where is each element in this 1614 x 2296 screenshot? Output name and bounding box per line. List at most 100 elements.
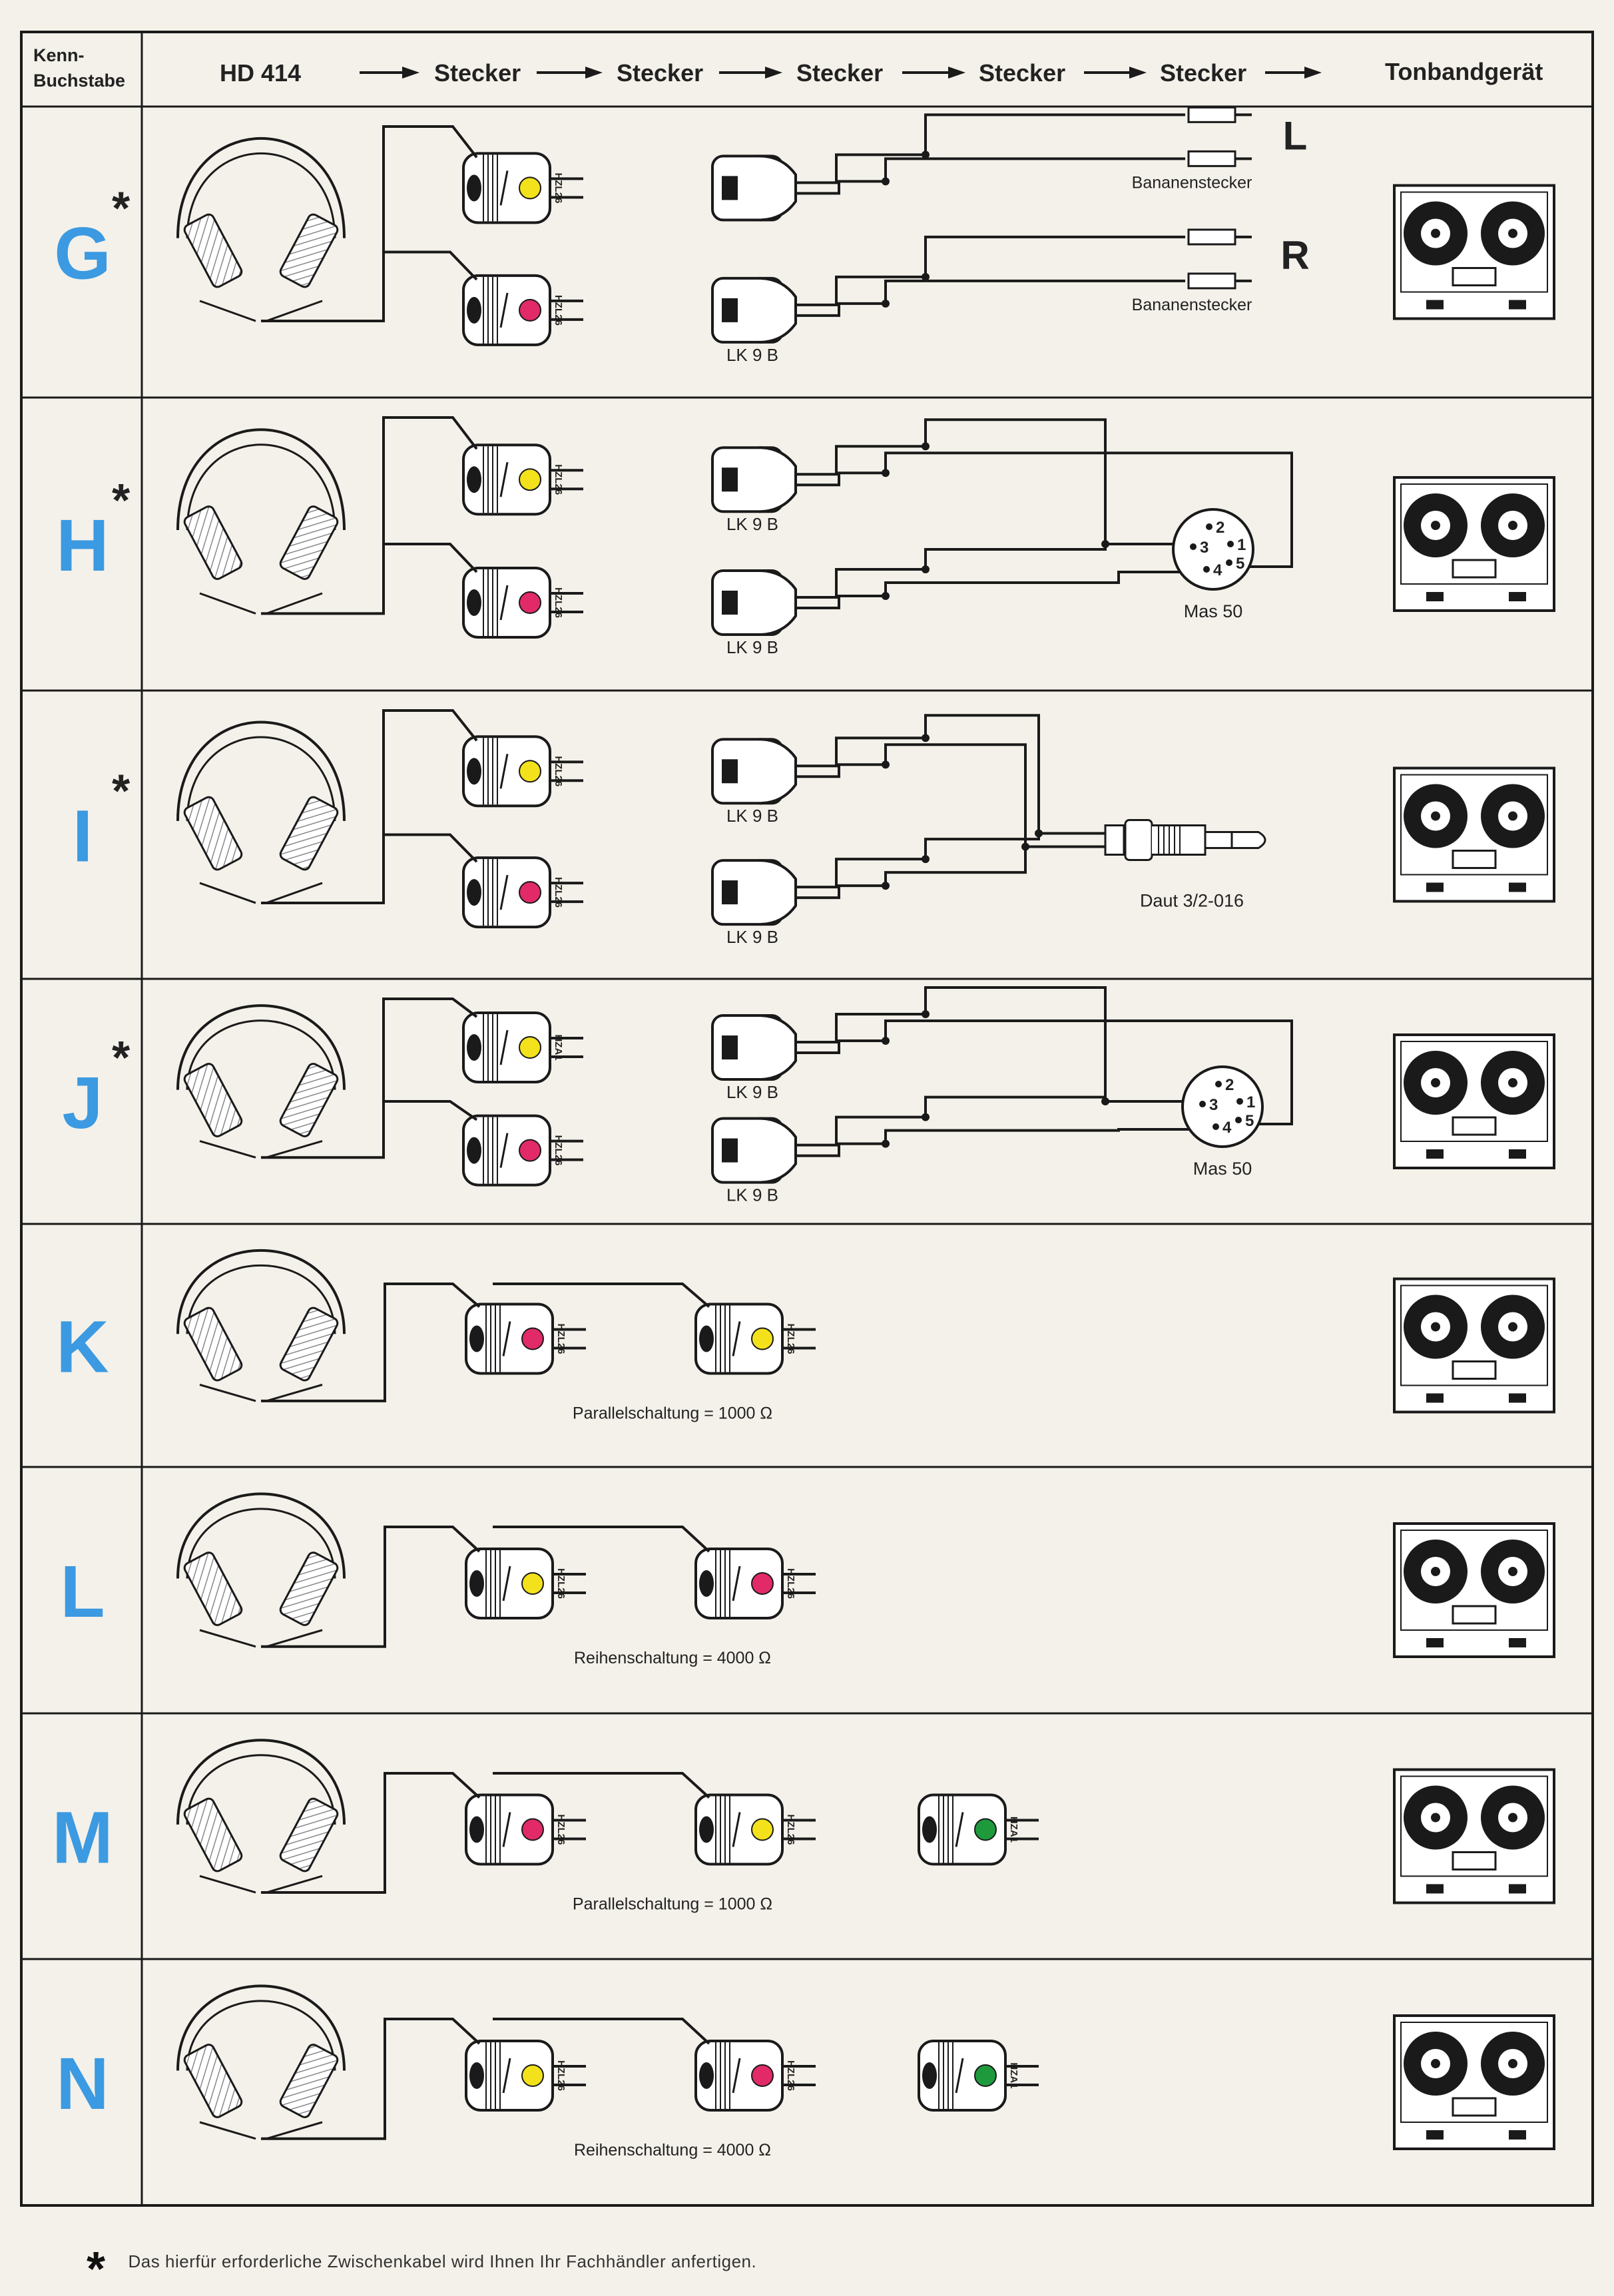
- din-pin-number: 4: [1222, 1119, 1232, 1137]
- tape-head: [1452, 2097, 1497, 2117]
- lk-shell: [758, 446, 797, 513]
- junction-dot: [1101, 1097, 1109, 1105]
- lk9b-connector: LK 9 B: [711, 859, 797, 947]
- banana-plug: [1187, 150, 1252, 167]
- reel-center: [1431, 228, 1440, 238]
- plug-logo: [499, 461, 509, 497]
- hzl26-plug: HZL26: [465, 1548, 586, 1619]
- hzl26-plug: HZL26: [465, 2040, 586, 2112]
- plug-body: [465, 1793, 554, 1866]
- din-pin-number: 2: [1216, 519, 1224, 537]
- hzl26-plug: HZL26: [462, 274, 583, 346]
- plug-type-label: HZL26: [553, 295, 564, 326]
- plug-logo: [732, 1812, 741, 1847]
- plug-socket: [699, 1325, 714, 1352]
- lk-socket: [722, 759, 738, 784]
- plug-socket: [469, 1816, 484, 1843]
- headphones-icon: [176, 1984, 346, 2140]
- row-letter: J: [62, 1062, 103, 1144]
- plug-body: [918, 2040, 1007, 2112]
- plug-socket: [469, 1325, 484, 1352]
- row-letter: H: [56, 505, 109, 587]
- tape-head: [1452, 850, 1497, 869]
- reel-center: [1431, 1567, 1440, 1576]
- headband: [176, 1984, 346, 2071]
- recorder-button: [1509, 1149, 1526, 1159]
- headphones-icon: [176, 1492, 346, 1648]
- recorder-button: [1509, 300, 1526, 310]
- plug-type-label: HZL26: [553, 464, 564, 495]
- wire-lk-branch: [796, 1039, 886, 1055]
- plug-color-dot: [519, 468, 541, 491]
- lk-socket: [722, 176, 738, 200]
- plug-logo: [499, 753, 509, 789]
- hza1-plug: HZA1: [918, 2040, 1039, 2112]
- earpad: [183, 1552, 243, 1626]
- headphones-icon: [176, 720, 346, 904]
- junction-dot: [1035, 829, 1043, 838]
- row-letter: K: [56, 1306, 109, 1388]
- plug-color-dot: [751, 1572, 774, 1595]
- wire-lk-branch: [796, 884, 886, 900]
- wire-headphone-to-plug: [261, 1772, 481, 1894]
- plug-color-dot: [974, 1818, 997, 1841]
- channel-left-label: L: [1283, 113, 1308, 158]
- hzl26-plug: HZL26: [462, 443, 583, 516]
- earpad: [183, 796, 243, 871]
- circuit-caption: Reihenschaltung = 4000 Ω: [574, 1649, 771, 1667]
- banana-body: [1187, 228, 1236, 246]
- tape-recorder-icon: [1393, 1768, 1555, 1904]
- wire-plug-to-plug: [493, 2018, 710, 2045]
- plug-socket: [922, 1816, 937, 1843]
- tape-head: [1452, 1360, 1497, 1380]
- wire-lk-branch: [796, 471, 886, 487]
- plug-body: [462, 274, 551, 346]
- headband: [176, 428, 346, 531]
- earpad: [279, 1063, 339, 1137]
- hza1-plug: HZA1: [918, 1793, 1039, 1866]
- lk-socket: [722, 1035, 738, 1060]
- plug-type-label: HZA1: [1008, 1817, 1019, 1843]
- wire-to-banana: [884, 279, 1185, 304]
- plug-body: [918, 1793, 1007, 1866]
- recorder-button: [1426, 1393, 1444, 1403]
- din-pin-number: 5: [1236, 555, 1244, 573]
- plug-body: [462, 1011, 551, 1084]
- hzl26-plug: HZL26: [462, 856, 583, 929]
- reel-center: [1508, 521, 1517, 530]
- plug-socket: [467, 174, 481, 202]
- plug-color-dot: [974, 2064, 997, 2087]
- plug-color-dot: [751, 1818, 774, 1841]
- plug-socket: [467, 466, 481, 493]
- din-pin-number: 3: [1200, 539, 1209, 557]
- header-arrow-head: [948, 67, 965, 79]
- plug-type-label: HZL26: [555, 1324, 567, 1354]
- headphone-cable: [199, 1140, 323, 1159]
- recorder-button: [1509, 592, 1526, 601]
- plug-logo: [955, 1812, 964, 1847]
- plug-logo: [502, 1812, 511, 1847]
- earpad: [183, 2044, 243, 2118]
- earpad: [279, 1306, 339, 1382]
- plug-body: [465, 1548, 554, 1619]
- lk9b-connector: [711, 154, 797, 222]
- lk-socket: [722, 298, 738, 322]
- header-hd414: HD 414: [220, 59, 301, 87]
- din-pin: [1199, 1101, 1206, 1107]
- header-arrow-head: [402, 67, 419, 79]
- headband: [176, 137, 346, 238]
- wire-lk-branch: [796, 858, 926, 889]
- recorder-button: [1509, 2130, 1526, 2140]
- header-arrow-head: [585, 67, 603, 79]
- plug-color-dot: [521, 1818, 544, 1841]
- tape-recorder-icon: [1393, 1522, 1555, 1658]
- table-grid: [20, 31, 1594, 2207]
- connector-label: Mas 50: [1193, 1159, 1252, 1179]
- plug-logo: [502, 1566, 511, 1601]
- lk9b-connector: LK 9 B: [711, 446, 797, 534]
- plug-logo: [502, 2058, 511, 2094]
